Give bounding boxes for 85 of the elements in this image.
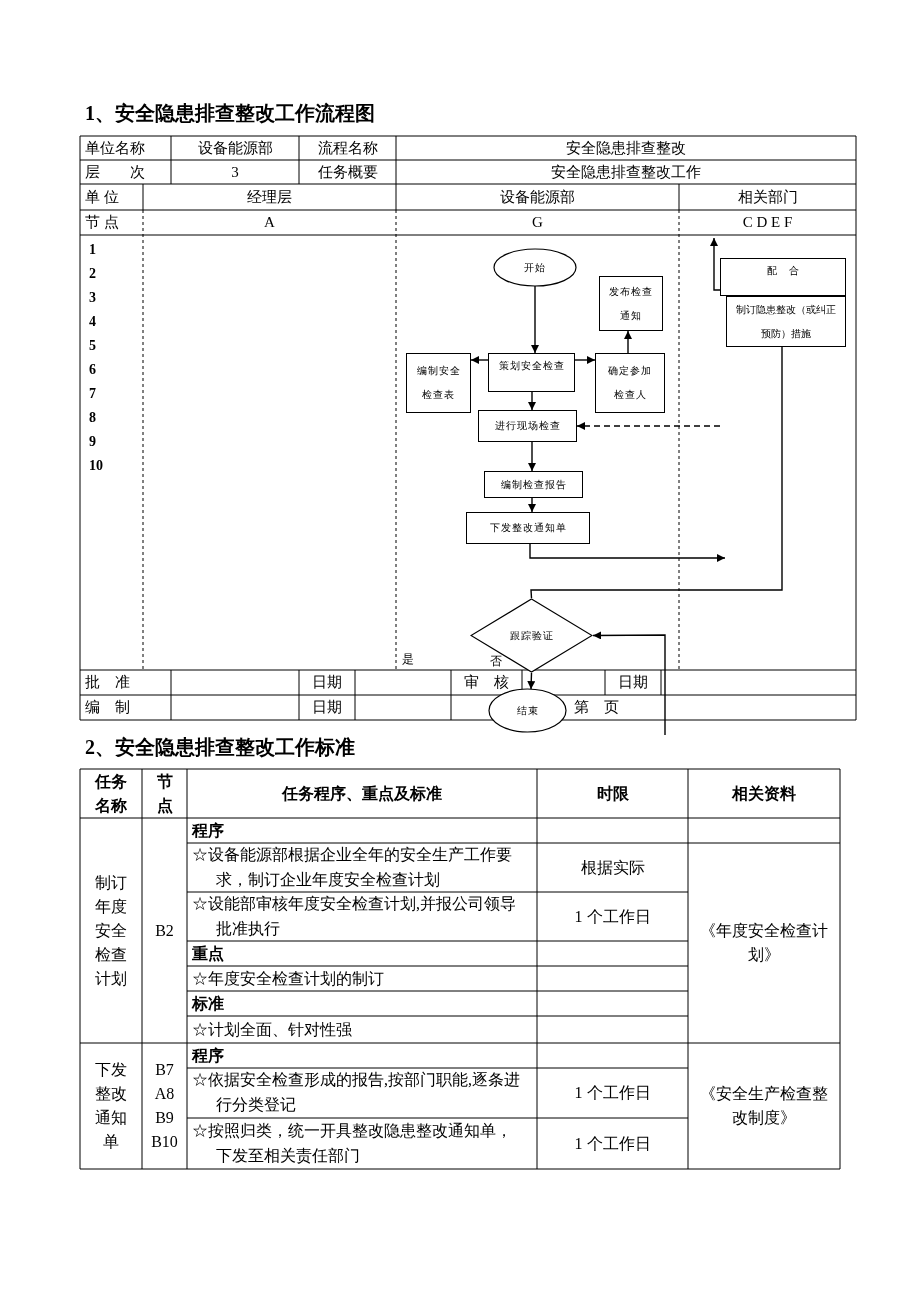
row-number: 10 — [89, 456, 103, 475]
field-label: 单位名称 — [85, 138, 145, 158]
field-label: 层 次 — [85, 162, 145, 182]
node-code: B7 A8 B9 B10 — [150, 1060, 179, 1152]
time-limit: 1 个工作日 — [574, 1133, 651, 1154]
process-box: 确定参加检查人 — [595, 353, 665, 413]
arrow — [710, 237, 721, 291]
process-box: 进行现场检查 — [478, 410, 577, 442]
step-heading: 标准 — [192, 993, 224, 1014]
column-header: 任务程序、重点及标准 — [282, 783, 442, 804]
procedure-step: ☆设能部审核年度安全检查计划,并报公司领导批准执行 — [192, 891, 522, 942]
column-header: 时限 — [596, 783, 629, 804]
procedure-step: ☆计划全面、针对性强 — [192, 1017, 352, 1042]
node-code: G — [532, 213, 543, 233]
node-code: C D E F — [742, 213, 793, 233]
arrow — [592, 631, 666, 736]
procedure-step: ☆依据安全检查形成的报告,按部门职能,逐条进行分类登记 — [192, 1068, 522, 1118]
field-label: 批 准 — [85, 673, 130, 693]
procedure-step: ☆按照归类，统一开具整改隐患整改通知单，下发至相关责任部门 — [192, 1118, 522, 1169]
node-code: B2 — [155, 920, 174, 941]
row-number: 8 — [89, 408, 96, 427]
column-header: 经理层 — [247, 187, 292, 207]
column-header: 相关部门 — [737, 187, 798, 207]
arrow — [529, 543, 726, 562]
time-limit: 1 个工作日 — [574, 906, 651, 927]
field-label: 编 制 — [85, 698, 130, 718]
process-box: 下发整改通知单 — [466, 512, 590, 544]
field-value: 设备能源部 — [197, 138, 273, 158]
page-number: 第 页 — [573, 698, 619, 718]
field-value: 安全隐患排查整改 — [566, 138, 686, 158]
row-number: 9 — [89, 432, 96, 451]
column-header: 节 点 — [85, 213, 119, 233]
arrow — [531, 285, 539, 354]
procedure-step: ☆设备能源部根据企业全年的安全生产工作要求，制订企业年度安全检查计划 — [192, 842, 522, 893]
arrow — [528, 391, 536, 411]
time-limit: 1 个工作日 — [574, 1083, 651, 1103]
reference-document: 《安全生产检查整改制度》 — [699, 1084, 829, 1128]
node-code: A — [264, 213, 275, 233]
end-ellipse: 结束 — [488, 688, 567, 733]
branch-label: 否 — [490, 655, 502, 667]
field-value: 安全隐患排查整改工作 — [551, 162, 701, 182]
process-box: 策划安全检查 — [488, 353, 575, 392]
field-label: 日期 — [312, 698, 342, 718]
task-name: 下发整改通知单 — [94, 1060, 128, 1152]
step-heading: 程序 — [192, 1045, 224, 1066]
time-limit: 根据实际 — [580, 857, 645, 878]
row-number: 3 — [89, 288, 96, 307]
procedure-step: ☆年度安全检查计划的制订 — [192, 966, 384, 991]
process-box: 发布检查通知 — [599, 276, 663, 331]
row-number: 6 — [89, 360, 96, 379]
dashed-arrow — [576, 422, 721, 430]
arrow — [470, 356, 489, 364]
step-heading: 程序 — [192, 820, 224, 841]
step-heading: 重点 — [192, 943, 224, 964]
field-label: 任务概要 — [317, 162, 378, 182]
arrow — [527, 672, 536, 690]
process-box: 编制检查报告 — [484, 471, 583, 498]
arrow — [528, 497, 536, 513]
field-label: 流程名称 — [317, 138, 378, 158]
column-header: 节点 — [155, 771, 174, 816]
branch-label: 是 — [402, 653, 414, 665]
field-value: 3 — [231, 162, 239, 182]
row-number: 5 — [89, 336, 96, 355]
arrow — [574, 356, 596, 364]
field-label: 日期 — [618, 673, 648, 693]
connector-line — [530, 346, 783, 599]
reference-document: 《年度安全检查计划》 — [699, 921, 829, 965]
start-ellipse: 开始 — [493, 248, 577, 287]
column-header: 单 位 — [85, 187, 119, 207]
column-header: 设备能源部 — [500, 187, 575, 207]
column-header: 相关资料 — [732, 783, 796, 804]
field-label: 日期 — [312, 673, 342, 693]
process-box: 编制安全检查表 — [406, 353, 471, 413]
row-number: 2 — [89, 264, 96, 283]
title: 1、安全隐患排查整改工作流程图 — [85, 101, 375, 126]
section-heading: 2、安全隐患排查整改工作标准 — [85, 735, 355, 760]
row-number: 1 — [89, 240, 96, 259]
row-number: 4 — [89, 312, 96, 331]
arrow — [624, 330, 632, 354]
process-box: 配 合 — [720, 258, 846, 296]
row-number: 7 — [89, 384, 96, 403]
task-name: 制订年度安全检查计划 — [94, 872, 128, 989]
process-box: 制订隐患整改（或纠正预防）措施 — [726, 296, 846, 347]
column-header: 任务名称 — [94, 771, 128, 816]
arrow — [528, 441, 536, 472]
